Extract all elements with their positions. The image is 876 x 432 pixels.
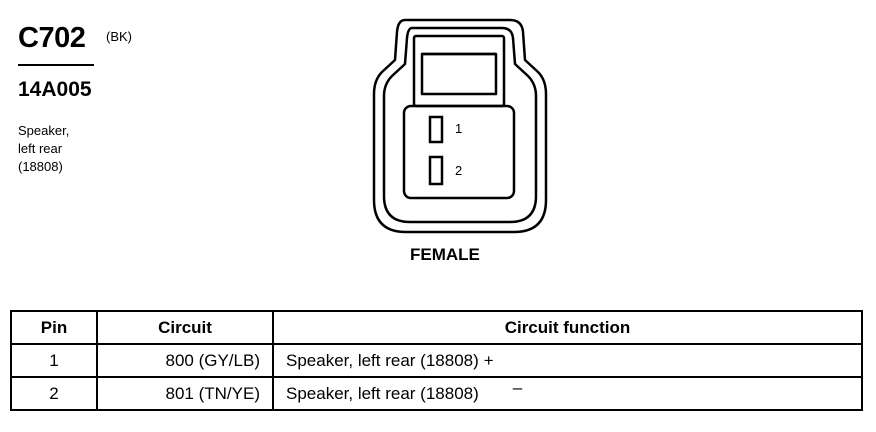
connector-outer-shell [372, 18, 548, 234]
connector-id: C702 [18, 22, 86, 54]
description-line: left rear [18, 141, 63, 156]
function-text: Speaker, left rear (18808) [286, 384, 479, 403]
title-divider [18, 64, 94, 66]
part-number: 14A005 [18, 78, 92, 101]
cell-circuit: 801 (TN/YE) [96, 376, 274, 411]
polarity-sign: + [483, 351, 494, 370]
cell-pin: 2 [10, 376, 98, 411]
table-row: 2 801 (TN/YE) Speaker, left rear (18808)… [10, 376, 863, 411]
header-circuit-function: Circuit function [272, 310, 863, 345]
locking-tab-outer [412, 34, 506, 108]
table-header-row: Pin Circuit Circuit function [10, 310, 863, 345]
cell-circuit-function: Speaker, left rear (18808)+ [272, 343, 863, 378]
locking-tab-inner [420, 52, 498, 96]
connector-description: Speaker, left rear (18808) [18, 122, 138, 176]
terminal-cavity-1 [428, 115, 444, 144]
header-circuit: Circuit [96, 310, 274, 345]
description-line: Speaker, [18, 123, 70, 138]
pin-table: Pin Circuit Circuit function 1 800 (GY/L… [10, 310, 863, 411]
connector-gender-label: FEMALE [410, 245, 480, 264]
pin-label-2: 2 [455, 163, 463, 178]
header-pin: Pin [10, 310, 98, 345]
cell-pin: 1 [10, 343, 98, 378]
table-row: 1 800 (GY/LB) Speaker, left rear (18808)… [10, 343, 863, 378]
function-text: Speaker, left rear (18808) [286, 351, 479, 370]
description-line: (18808) [18, 159, 63, 174]
terminal-cavity-2 [428, 155, 444, 186]
polarity-sign: – [512, 378, 523, 397]
terminal-cavity-block [402, 104, 516, 200]
connector-color-code: (BK) [106, 29, 132, 44]
connector-face-diagram [372, 18, 548, 234]
pin-label-1: 1 [455, 121, 463, 136]
cell-circuit-function: Speaker, left rear (18808) – [272, 376, 863, 411]
connector-inner-shell [382, 26, 538, 224]
cell-circuit: 800 (GY/LB) [96, 343, 274, 378]
